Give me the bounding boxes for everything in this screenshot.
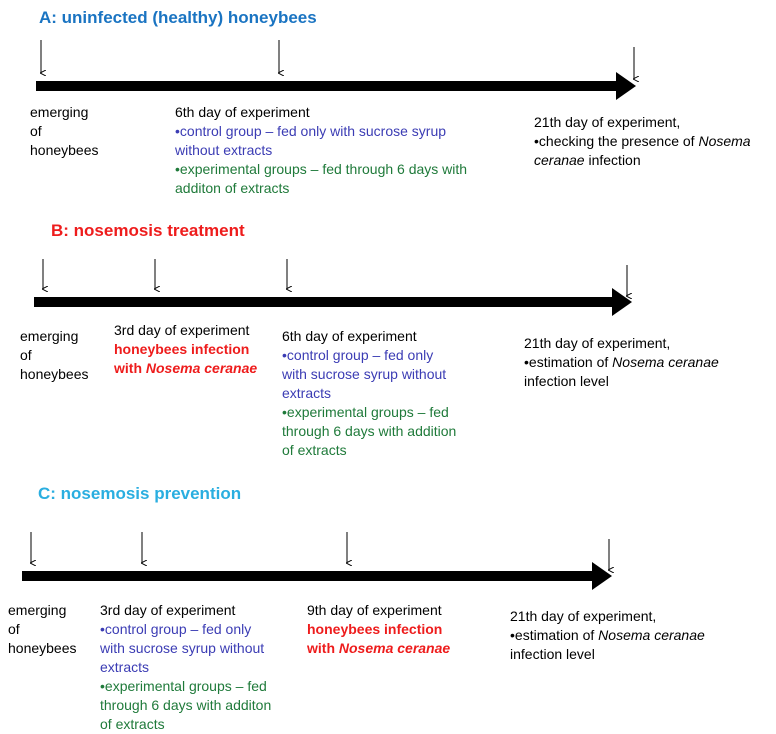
experimental-group-text: additon of extracts — [175, 180, 290, 196]
infection-text: with Nosema ceranae — [307, 639, 450, 658]
day-heading: 3rd day of experiment — [100, 602, 236, 618]
emerging-line: of — [8, 621, 20, 637]
day21-detail: infection level — [510, 646, 595, 662]
day21-detail: ceranae infection — [534, 151, 751, 170]
control-group-text: extracts — [100, 659, 150, 675]
species-name: Nosema ceranae — [145, 360, 258, 376]
panel-a-day21-label: 21th day of experiment, •checking the pr… — [534, 113, 751, 170]
panel-a-title: A: uninfected (healthy) honeybees — [39, 8, 317, 27]
species-name: Nosema ceranae — [338, 640, 451, 656]
emerging-line: of — [20, 347, 32, 363]
detail-text: infection — [584, 152, 641, 168]
detail-text: •checking the presence of — [534, 133, 699, 149]
infection-text: with Nosema ceranae — [114, 359, 257, 378]
control-group-text: extracts — [282, 385, 332, 401]
panel-c-day21-label: 21th day of experiment, •estimation of N… — [510, 607, 705, 664]
control-group-text: without extracts — [175, 142, 273, 158]
experimental-group-text: of extracts — [100, 716, 165, 732]
emerging-line: of — [30, 123, 42, 139]
detail-text: •estimation of — [524, 354, 613, 370]
species-name: Nosema — [698, 133, 751, 149]
timeline-b — [34, 259, 632, 316]
day-heading: 6th day of experiment — [175, 104, 310, 120]
timeline-b-arrowhead — [612, 288, 632, 316]
day-heading: 21th day of experiment, — [534, 114, 681, 130]
timeline-c-arrowhead — [592, 562, 612, 590]
control-group-text: with sucrose syrup without — [100, 640, 265, 656]
experimental-group-text: of extracts — [282, 442, 347, 458]
experimental-group-text: •experimental groups – fed through 6 day… — [175, 161, 468, 177]
control-group-text: •control group – fed only with sucrose s… — [175, 123, 447, 139]
panel-b-day21-label: 21th day of experiment, •estimation of N… — [524, 334, 719, 391]
panel-c-emerging-label: emerging of honeybees — [8, 601, 77, 658]
timeline-a — [36, 40, 636, 100]
infection-prefix: with — [307, 640, 339, 656]
experimental-group-text: •experimental groups – fed — [282, 404, 449, 420]
experimental-group-text: •experimental groups – fed — [100, 678, 267, 694]
panel-a-day6-label: 6th day of experiment •control group – f… — [175, 103, 467, 198]
species-name: ceranae — [534, 152, 585, 168]
emerging-line: honeybees — [20, 366, 89, 382]
control-group-text: •control group – fed only — [282, 347, 434, 363]
panel-c-title: C: nosemosis prevention — [38, 484, 242, 503]
day21-detail: •estimation of Nosema ceranae — [510, 626, 705, 645]
timeline-c-shaft — [22, 571, 594, 581]
panel-c-day3-label: 3rd day of experiment •control group – f… — [100, 601, 271, 734]
experimental-group-text: through 6 days with addition — [282, 423, 457, 439]
infection-text: honeybees infection — [307, 621, 443, 637]
emerging-line: honeybees — [8, 640, 77, 656]
emerging-line: honeybees — [30, 142, 99, 158]
species-name: Nosema ceranae — [612, 354, 719, 370]
timeline-b-shaft — [34, 297, 614, 307]
day-heading: 21th day of experiment, — [524, 335, 671, 351]
panel-b-day3-label: 3rd day of experiment honeybees infectio… — [114, 321, 257, 378]
experimental-group-text: through 6 days with additon — [100, 697, 272, 713]
control-group-text: •control group – fed only — [100, 621, 252, 637]
panel-a-emerging-label: emerging of honeybees — [30, 103, 99, 160]
day21-detail: infection level — [524, 373, 609, 389]
panel-b-title: B: nosemosis treatment — [51, 221, 245, 240]
timeline-a-shaft — [36, 81, 618, 91]
day21-detail: •estimation of Nosema ceranae — [524, 353, 719, 372]
timeline-a-arrowhead — [616, 72, 636, 100]
infection-text: honeybees infection — [114, 341, 250, 357]
day-heading: 21th day of experiment, — [510, 608, 657, 624]
timeline-c — [22, 532, 612, 590]
panel-b-emerging-label: emerging of honeybees — [20, 327, 89, 384]
emerging-line: emerging — [8, 602, 67, 618]
species-name: Nosema ceranae — [598, 627, 705, 643]
day21-detail: •checking the presence of Nosema — [534, 132, 751, 151]
detail-text: •estimation of — [510, 627, 599, 643]
emerging-line: emerging — [30, 104, 89, 120]
panel-b-day6-label: 6th day of experiment •control group – f… — [282, 327, 456, 460]
infection-prefix: with — [114, 360, 146, 376]
panel-c-day9-label: 9th day of experiment honeybees infectio… — [307, 601, 450, 658]
day-heading: 9th day of experiment — [307, 602, 442, 618]
emerging-line: emerging — [20, 328, 79, 344]
day-heading: 6th day of experiment — [282, 328, 417, 344]
control-group-text: with sucrose syrup without — [282, 366, 447, 382]
day-heading: 3rd day of experiment — [114, 322, 250, 338]
